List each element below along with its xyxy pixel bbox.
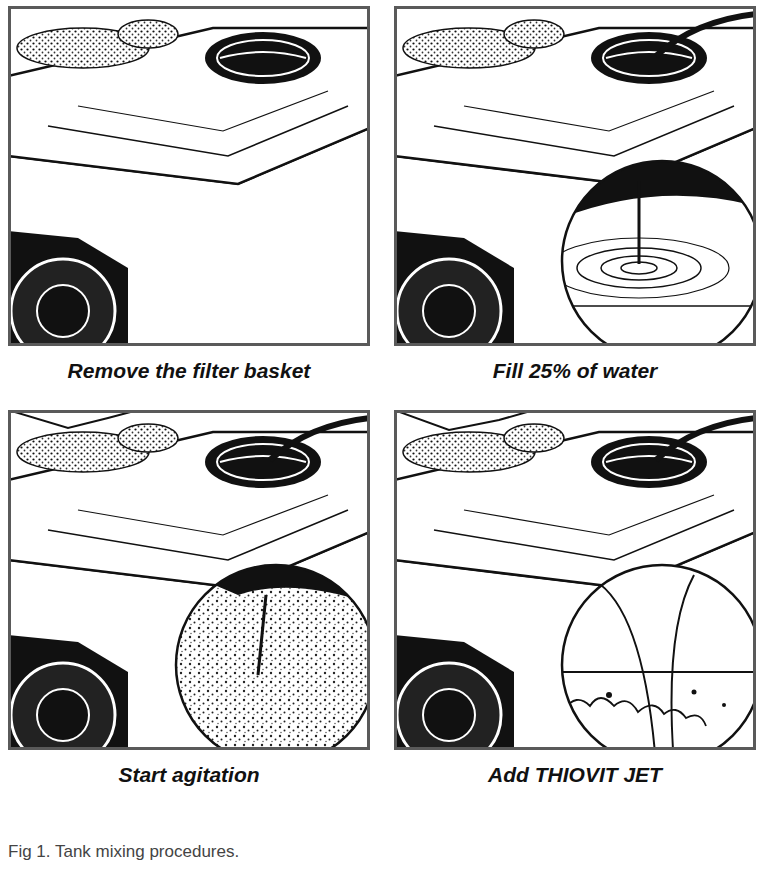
illustration-panel: Start agitation — [8, 410, 370, 750]
tank-inset — [554, 565, 756, 750]
hose — [656, 14, 756, 56]
illustration-panel: Fill 25% of water — [394, 6, 756, 346]
hose — [656, 418, 756, 460]
illustration-panel: Add THIOVIT JET — [394, 410, 756, 750]
drawing-part — [554, 161, 756, 221]
panel-caption: Start agitation — [0, 763, 397, 787]
drawing-part — [594, 580, 656, 750]
tank-drawing — [8, 6, 370, 346]
panel-1-drawing — [8, 6, 370, 346]
inset-outline — [176, 565, 370, 750]
drawing-part — [638, 181, 641, 264]
panel-caption: Remove the filter basket — [0, 359, 397, 383]
panel-3-drawing — [8, 410, 370, 750]
inset-outline — [562, 161, 756, 346]
inset-outline — [562, 565, 756, 750]
drawing-part — [258, 595, 266, 675]
illustration-panel: Remove the filter basket — [8, 6, 370, 346]
drawing-part — [554, 671, 756, 673]
drawing-part — [601, 256, 677, 280]
drawing-part — [562, 565, 756, 750]
drawing-part — [554, 305, 756, 307]
tank-inset — [168, 565, 370, 750]
drawing-part — [722, 703, 726, 707]
tank-inset — [549, 161, 756, 346]
hose — [270, 418, 370, 460]
panel-2-drawing — [394, 6, 756, 346]
drawing-part — [577, 248, 701, 288]
hand — [394, 410, 534, 430]
panel-caption: Add THIOVIT JET — [367, 763, 768, 787]
panel-4-drawing — [394, 410, 756, 750]
drawing-part — [621, 262, 657, 274]
figure-caption: Fig 1. Tank mixing procedures. — [8, 842, 239, 862]
drawing-part — [549, 238, 729, 298]
drawing-part — [672, 575, 695, 750]
drawing-part — [692, 690, 697, 695]
panel-caption: Fill 25% of water — [367, 359, 768, 383]
drawing-part — [606, 692, 612, 698]
drawing-part — [564, 698, 706, 726]
